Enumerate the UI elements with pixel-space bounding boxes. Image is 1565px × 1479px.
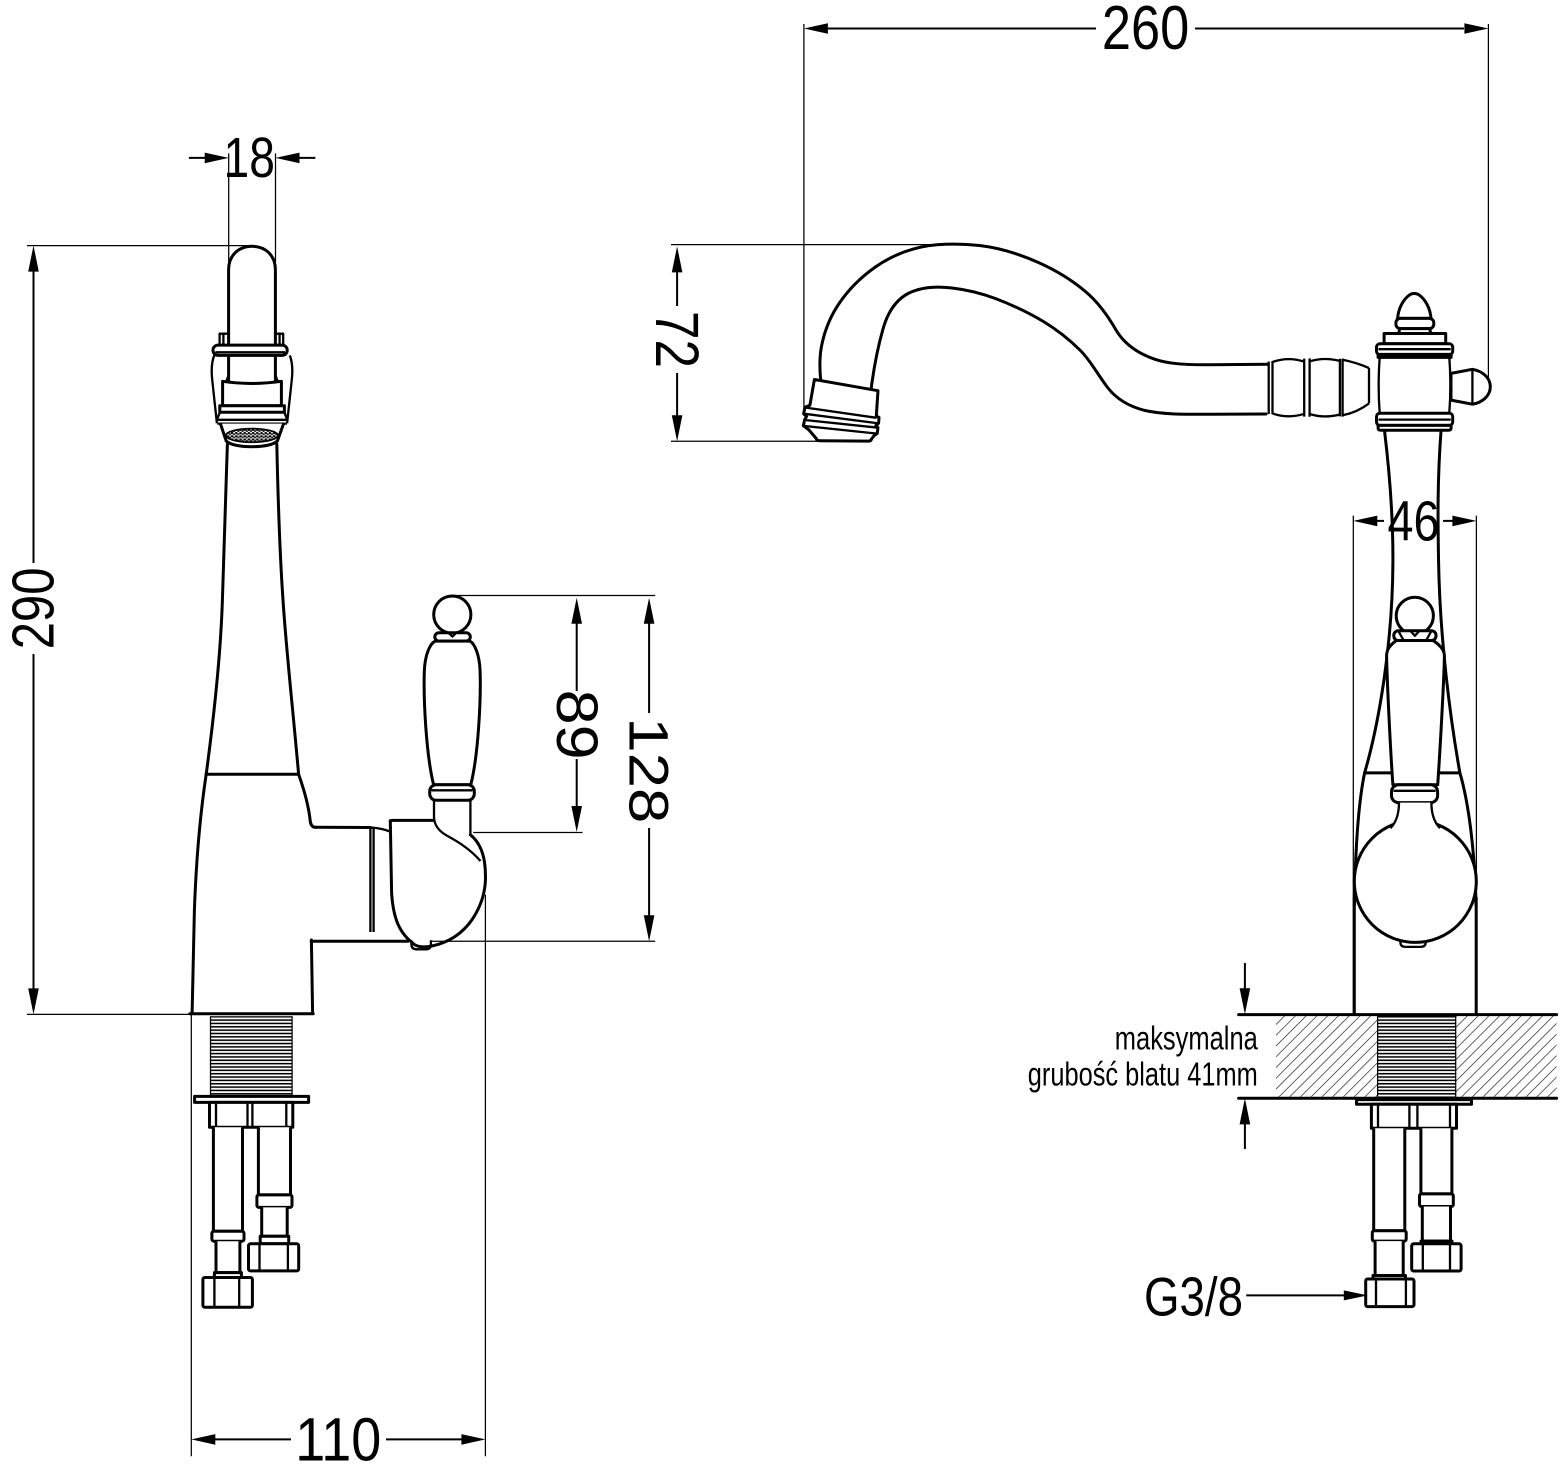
- svg-text:18: 18: [224, 126, 275, 190]
- svg-text:260: 260: [1102, 0, 1189, 63]
- svg-text:G3/8: G3/8: [1144, 1266, 1243, 1328]
- svg-text:110: 110: [295, 1405, 381, 1473]
- svg-text:128: 128: [618, 717, 681, 823]
- svg-text:maksymalna: maksymalna: [1115, 1020, 1258, 1057]
- svg-text:89: 89: [544, 690, 609, 760]
- svg-text:46: 46: [1388, 489, 1440, 553]
- svg-text:290: 290: [1, 567, 67, 649]
- svg-text:grubość blatu 41mm: grubość blatu 41mm: [1028, 1056, 1258, 1093]
- svg-text:72: 72: [643, 311, 711, 368]
